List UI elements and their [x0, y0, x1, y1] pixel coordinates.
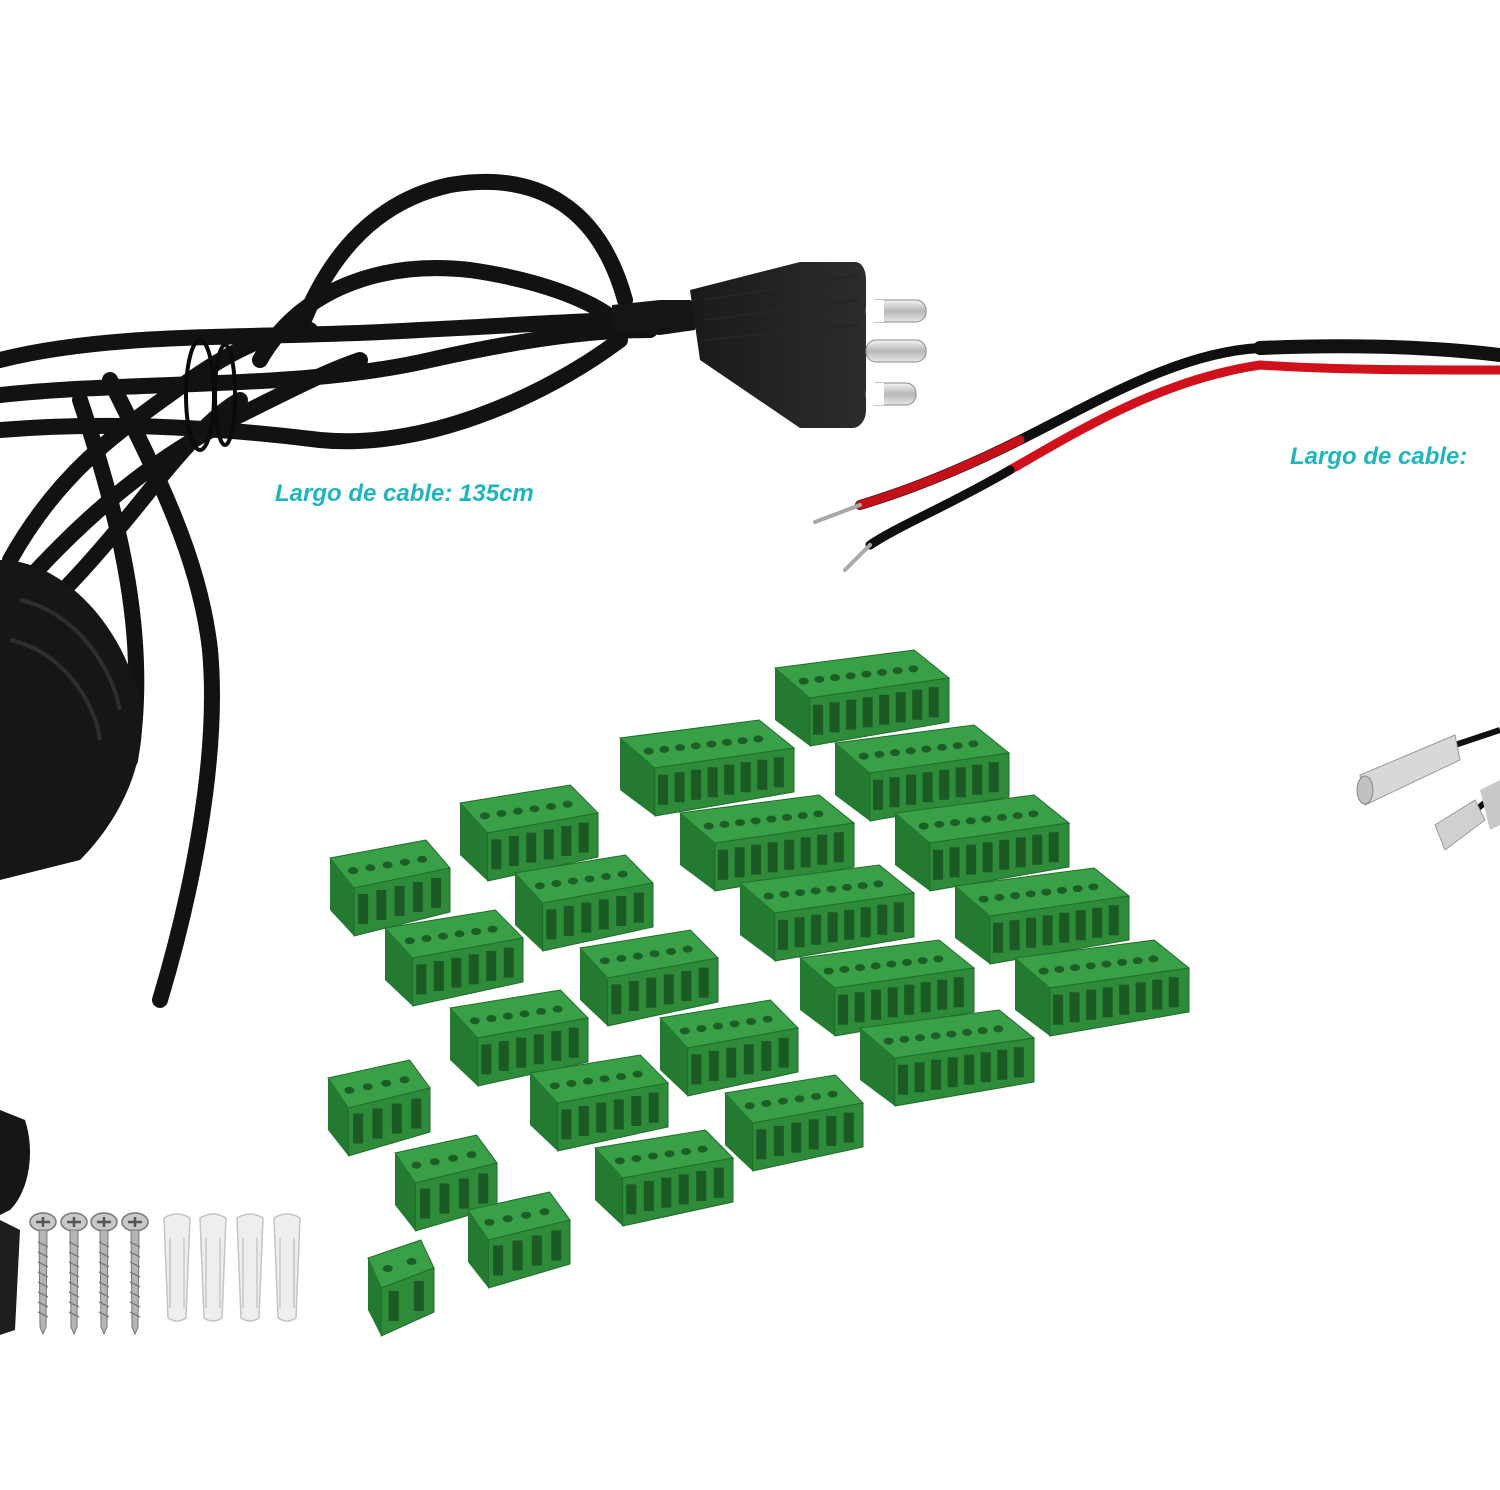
wall-anchors	[163, 1213, 301, 1322]
terminal-block	[858, 1009, 1036, 1107]
terminal-block	[367, 1239, 435, 1337]
terminal-block	[724, 1074, 865, 1172]
dc-cable-length-label: Largo de cable:	[1290, 443, 1468, 470]
terminal-block	[394, 1134, 498, 1232]
terminal-block	[459, 784, 600, 882]
terminal-block	[514, 854, 655, 952]
terminal-block	[594, 1129, 735, 1227]
cord-ties	[184, 338, 237, 452]
spade-terminals	[1356, 727, 1500, 851]
power-plug	[612, 262, 927, 428]
terminal-block	[329, 839, 451, 937]
terminal-block	[579, 929, 720, 1027]
terminal-block	[678, 794, 856, 892]
terminal-block	[659, 999, 800, 1097]
terminal-block	[467, 1191, 571, 1289]
iec-connector	[0, 560, 142, 1335]
terminal-block	[773, 649, 951, 747]
terminal-block	[327, 1059, 431, 1157]
dc-wires	[813, 339, 1500, 572]
terminal-block	[893, 794, 1071, 892]
terminal-block-connectors	[327, 649, 1191, 1337]
power-cable-length-label: Largo de cable: 135cm	[275, 480, 534, 507]
terminal-block	[798, 939, 976, 1037]
mounting-screws	[28, 1211, 150, 1336]
terminal-block	[384, 909, 525, 1007]
terminal-block	[618, 719, 796, 817]
terminal-block	[953, 867, 1131, 965]
terminal-block	[738, 864, 916, 962]
terminal-block	[449, 989, 590, 1087]
terminal-block	[833, 724, 1011, 822]
terminal-block	[1013, 939, 1191, 1037]
terminal-block	[529, 1054, 670, 1152]
